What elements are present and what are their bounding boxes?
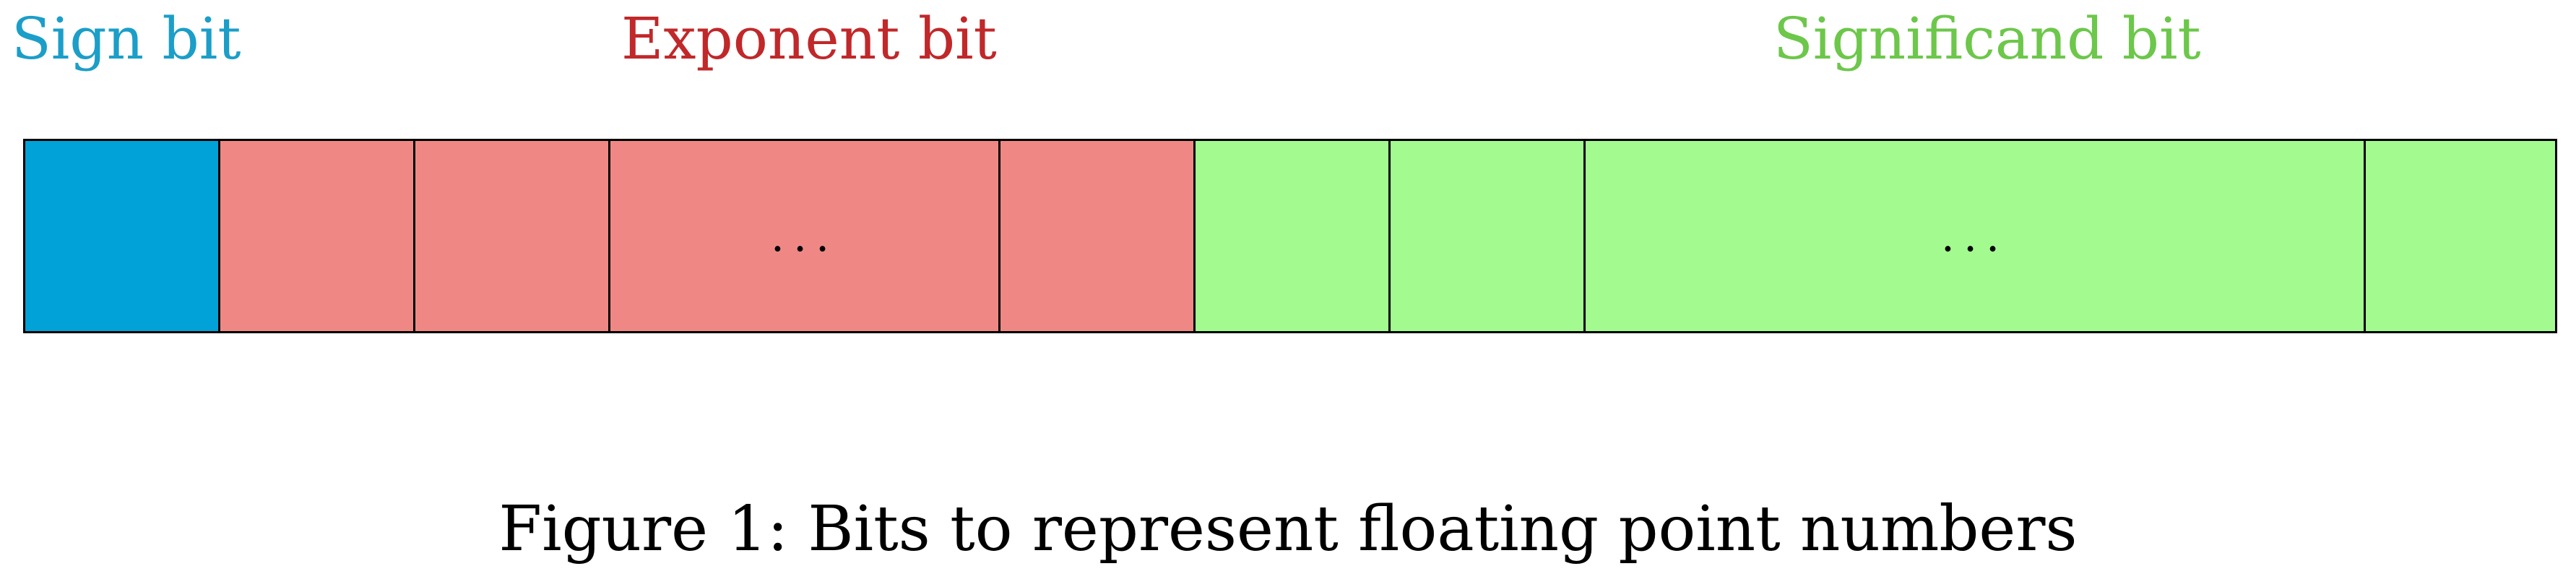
- exponent-bit-cell: [1000, 141, 1196, 331]
- exponent-bit-label: Exponent bit: [621, 5, 997, 72]
- significand-bit-cell: [2366, 141, 2555, 331]
- significand-bit-cell: [1196, 141, 1391, 331]
- sign-bit-cell: [25, 141, 220, 331]
- significand-bit-cell: [1391, 141, 1586, 331]
- exponent-bit-cell: [220, 141, 415, 331]
- significand-bit-label: Significand bit: [1773, 5, 2201, 72]
- sign-bit-label: Sign bit: [12, 5, 241, 72]
- figure-caption: Figure 1: Bits to represent floating poi…: [498, 493, 2078, 565]
- bit-layout-row: ... ...: [23, 139, 2557, 333]
- exponent-ellipsis-cell: ...: [610, 141, 1000, 331]
- ellipsis-text: ...: [770, 210, 839, 262]
- ellipsis-text: ...: [1940, 210, 2009, 262]
- exponent-bit-cell: [415, 141, 610, 331]
- significand-ellipsis-cell: ...: [1586, 141, 2366, 331]
